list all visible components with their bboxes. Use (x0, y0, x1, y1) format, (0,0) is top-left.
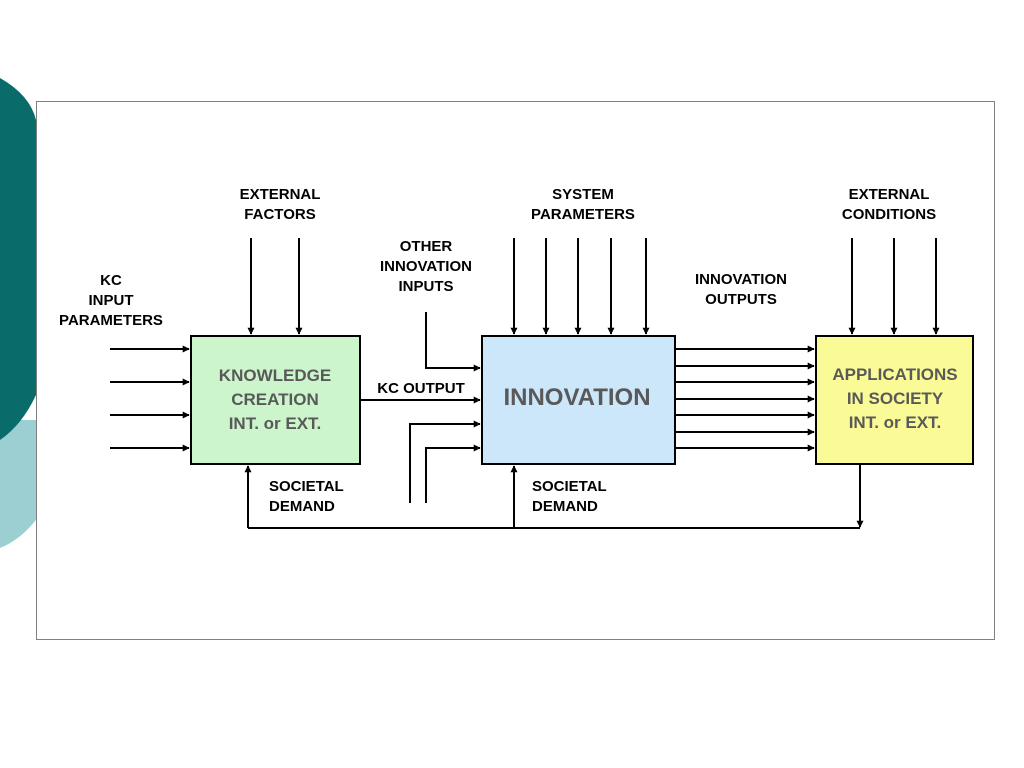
innovation-box-label: INNOVATION (503, 384, 650, 411)
decoration-dark-shape (0, 78, 36, 440)
external-factors-label-1: EXTERNAL (240, 186, 321, 203)
other-innovation-inputs-label-1: OTHER (400, 238, 453, 255)
innovation-box (481, 335, 676, 465)
societal-demand-label-2-line-2: DEMAND (532, 498, 598, 515)
applications-box-line-1: APPLICATIONS (832, 365, 957, 384)
applications-box-line-2: IN SOCIETY (847, 389, 944, 408)
innovation-outputs-label-1: INNOVATION (695, 271, 787, 288)
other-innovation-inputs-label-2: INNOVATION (380, 258, 472, 275)
knowledge-box-line-3: INT. or EXT. (229, 414, 322, 433)
external-factors-label-2: FACTORS (244, 206, 315, 223)
societal-demand-label-2-line-1: SOCIETAL (532, 478, 607, 495)
kc-input-parameters-label-3: PARAMETERS (59, 312, 163, 329)
slide-decoration (0, 78, 36, 548)
system-parameters-label-2: PARAMETERS (531, 206, 635, 223)
kc-input-parameters-label-2: INPUT (89, 292, 134, 309)
societal-demand-label-1-line-1: SOCIETAL (269, 478, 344, 495)
knowledge-box-line-2: CREATION (231, 390, 319, 409)
knowledge-box-line-1: KNOWLEDGE (219, 366, 331, 385)
societal-demand-label-1-line-2: DEMAND (269, 498, 335, 515)
kc-input-parameters-label-1: KC (100, 272, 122, 289)
other-innovation-input-arrow-1 (409, 420, 481, 503)
external-conditions-label-2: CONDITIONS (842, 206, 936, 223)
other-innovation-input-arrow-top (425, 312, 481, 372)
system-parameters-label-1: SYSTEM (552, 186, 614, 203)
other-innovation-inputs-label-3: INPUTS (398, 278, 453, 295)
applications-box-line-3: INT. or EXT. (849, 413, 942, 432)
external-conditions-label-1: EXTERNAL (849, 186, 930, 203)
other-innovation-input-arrow-2 (425, 444, 481, 503)
decoration-light-shape (0, 420, 36, 548)
kc-output-label: KC OUTPUT (377, 380, 465, 397)
innovation-outputs-label-2: OUTPUTS (705, 291, 777, 308)
applications-box (815, 335, 974, 465)
